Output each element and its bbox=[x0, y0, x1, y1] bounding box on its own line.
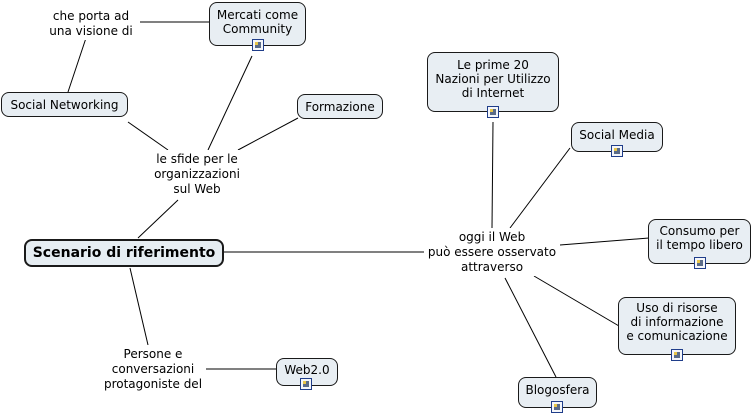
link-line bbox=[67, 37, 87, 93]
link-line bbox=[137, 199, 179, 239]
link-line bbox=[509, 147, 571, 229]
concept-uso-di-risorse[interactable]: Uso di risorse di informazione e comunic… bbox=[618, 297, 736, 355]
link-line bbox=[207, 55, 253, 151]
link-line bbox=[533, 275, 620, 327]
concept-social-networking[interactable]: Social Networking bbox=[1, 92, 128, 117]
document-icon[interactable] bbox=[300, 378, 312, 390]
document-icon[interactable] bbox=[252, 39, 264, 51]
linking-phrase-che-porta: che porta ad una visione di bbox=[42, 8, 140, 40]
link-line bbox=[504, 277, 557, 378]
document-icon[interactable] bbox=[694, 257, 706, 269]
link-line bbox=[559, 237, 650, 246]
concept-formazione[interactable]: Formazione bbox=[297, 94, 383, 119]
linking-phrase-oggi-web: oggi il Web può essere osservato attrave… bbox=[424, 228, 560, 276]
link-line bbox=[129, 267, 149, 346]
document-icon[interactable] bbox=[487, 106, 499, 118]
document-icon[interactable] bbox=[611, 145, 623, 157]
document-icon[interactable] bbox=[671, 349, 683, 361]
link-line bbox=[491, 121, 494, 229]
concept-prime-20-nazioni[interactable]: Le prime 20 Nazioni per Utilizzo di Inte… bbox=[427, 52, 559, 112]
link-line bbox=[127, 121, 169, 151]
link-line bbox=[237, 117, 299, 151]
linking-phrase-sfide: le sfide per le organizzazioni sul Web bbox=[147, 150, 247, 198]
linking-phrase-persone: Persone e conversazioni protagoniste del bbox=[100, 345, 206, 393]
concept-mercati-come-community[interactable]: Mercati come Community bbox=[209, 2, 306, 46]
concept-scenario-di-riferimento[interactable]: Scenario di riferimento bbox=[24, 239, 224, 267]
document-icon[interactable] bbox=[551, 401, 563, 413]
